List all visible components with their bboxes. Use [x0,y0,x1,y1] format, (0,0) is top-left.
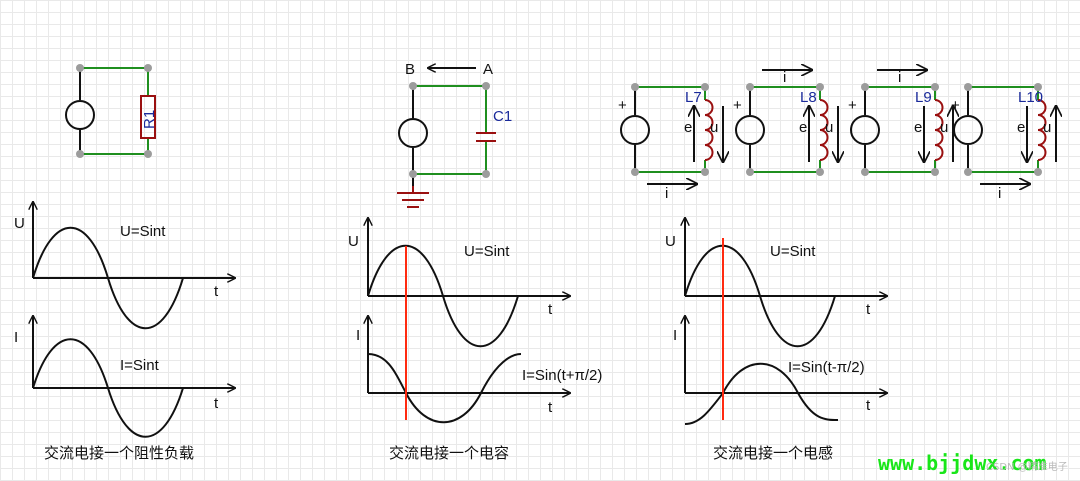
polarity-plus-label: + [733,97,742,114]
inductor-label: L9 [915,89,932,106]
caption-resistor: 交流电接一个阻性负载 [44,444,194,462]
polarity-plus-label: + [618,97,627,114]
current-graph-resistor: I t I=Sint [14,316,235,438]
watermark-text: www.bjjdwx.com [878,451,1047,475]
resistor-icon [140,95,156,139]
current-axis-label: I [14,329,18,346]
current-label: i [898,69,901,86]
time-axis-label: t [866,301,871,318]
time-axis-label: t [866,397,871,414]
voltage-axis-label: U [14,215,25,232]
voltage-formula: U=Sint [770,243,816,260]
caption-capacitor: 交流电接一个电容 [389,444,509,462]
time-axis-label: t [214,283,219,300]
inductor-circuits: + L7 e u i + L8 e u i + L9 e u i + L10 e u i [618,69,1056,202]
emf-label: e [684,119,692,136]
capacitor-icon [476,132,496,142]
emf-label: e [914,119,922,136]
node-a-label: A [483,61,493,78]
inductor-coil-icon [704,99,714,161]
voltage-axis-label: U [665,233,676,250]
ac-source-icon [953,115,983,145]
ac-source-icon [620,115,650,145]
ac-source-icon [850,115,880,145]
inductor-label: L8 [800,89,817,106]
voltage-graph-inductor: U t U=Sint [665,218,887,348]
current-label: i [783,69,786,86]
voltage-label: u [710,119,718,136]
ground-icon [397,186,429,208]
capacitor-label: C1 [493,108,512,125]
inductor-coil-icon [1037,99,1047,161]
voltage-label: u [825,119,833,136]
time-axis-label: t [548,399,553,416]
node-b-label: B [405,61,415,78]
current-axis-label: I [673,327,677,344]
caption-inductor: 交流电接一个电感 [713,444,833,462]
inductor-circuit-4: + L10 e u i [951,83,1056,202]
inductor-circuit-3: + L9 e u i [848,69,953,176]
capacitor-circuit: C1 B A [397,61,512,208]
voltage-formula: U=Sint [120,223,166,240]
inductor-coil-icon [819,99,829,161]
current-formula: I=Sin(t+π/2) [522,367,602,384]
current-label: i [998,185,1001,202]
watermark-overlay-text: CSDN @精准电子 [986,460,1068,473]
voltage-label: u [940,119,948,136]
inductor-circuit-2: + L8 e u i [733,69,838,176]
resistor-circuit: R1 [65,64,158,158]
ac-source-icon [398,118,428,148]
voltage-graph-capacitor: U t U=Sint [348,218,570,348]
inductor-circuit-1: + L7 e u i [618,83,723,202]
current-graph-capacitor: I t I=Sin(t+π/2) [356,316,602,424]
current-label: i [665,185,668,202]
inductor-coil-icon [934,99,944,161]
polarity-plus-label: + [848,97,857,114]
ac-source-icon [65,100,95,130]
emf-label: e [799,119,807,136]
voltage-axis-label: U [348,233,359,250]
voltage-graph-resistor: U t U=Sint [14,202,235,330]
ac-source-icon [735,115,765,145]
voltage-formula: U=Sint [464,243,510,260]
time-axis-label: t [548,301,553,318]
current-graph-inductor: I t I=Sin(t-π/2) [673,316,887,425]
current-formula: I=Sint [120,357,160,374]
resistor-label: R1 [141,110,158,129]
inductor-label: L7 [685,89,702,106]
voltage-label: u [1043,119,1051,136]
current-formula: I=Sin(t-π/2) [788,359,865,376]
current-axis-label: I [356,327,360,344]
polarity-plus-label: + [951,97,960,114]
inductor-label: L10 [1018,89,1043,106]
emf-label: e [1017,119,1025,136]
time-axis-label: t [214,395,219,412]
